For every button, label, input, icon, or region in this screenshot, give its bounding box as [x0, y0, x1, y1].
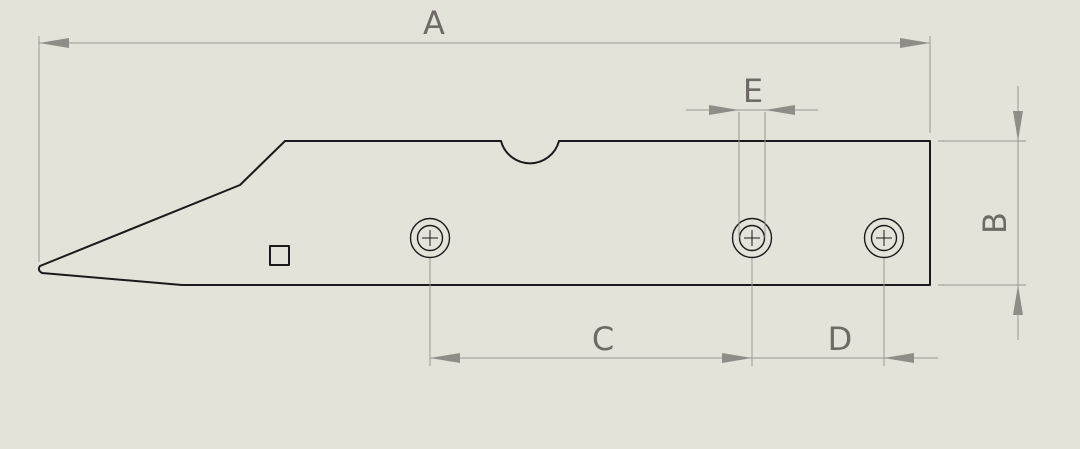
dimension-a-label: A: [423, 4, 445, 42]
hole-3: [863, 217, 905, 259]
dimension-d-label: D: [828, 320, 853, 358]
dimension-a: A: [38, 4, 931, 262]
hole-2: [731, 217, 773, 259]
hole-1: [409, 217, 451, 259]
dimension-b: B: [938, 86, 1026, 340]
dimension-b-label: B: [976, 212, 1014, 234]
dimension-e: E: [686, 72, 818, 238]
square-marker: [269, 245, 290, 266]
dimension-c: C: [429, 258, 753, 366]
dimension-c-label: C: [592, 320, 614, 358]
dimension-d: D: [752, 258, 938, 366]
blade-outline: [37, 140, 931, 286]
dimension-e-label: E: [743, 72, 763, 110]
